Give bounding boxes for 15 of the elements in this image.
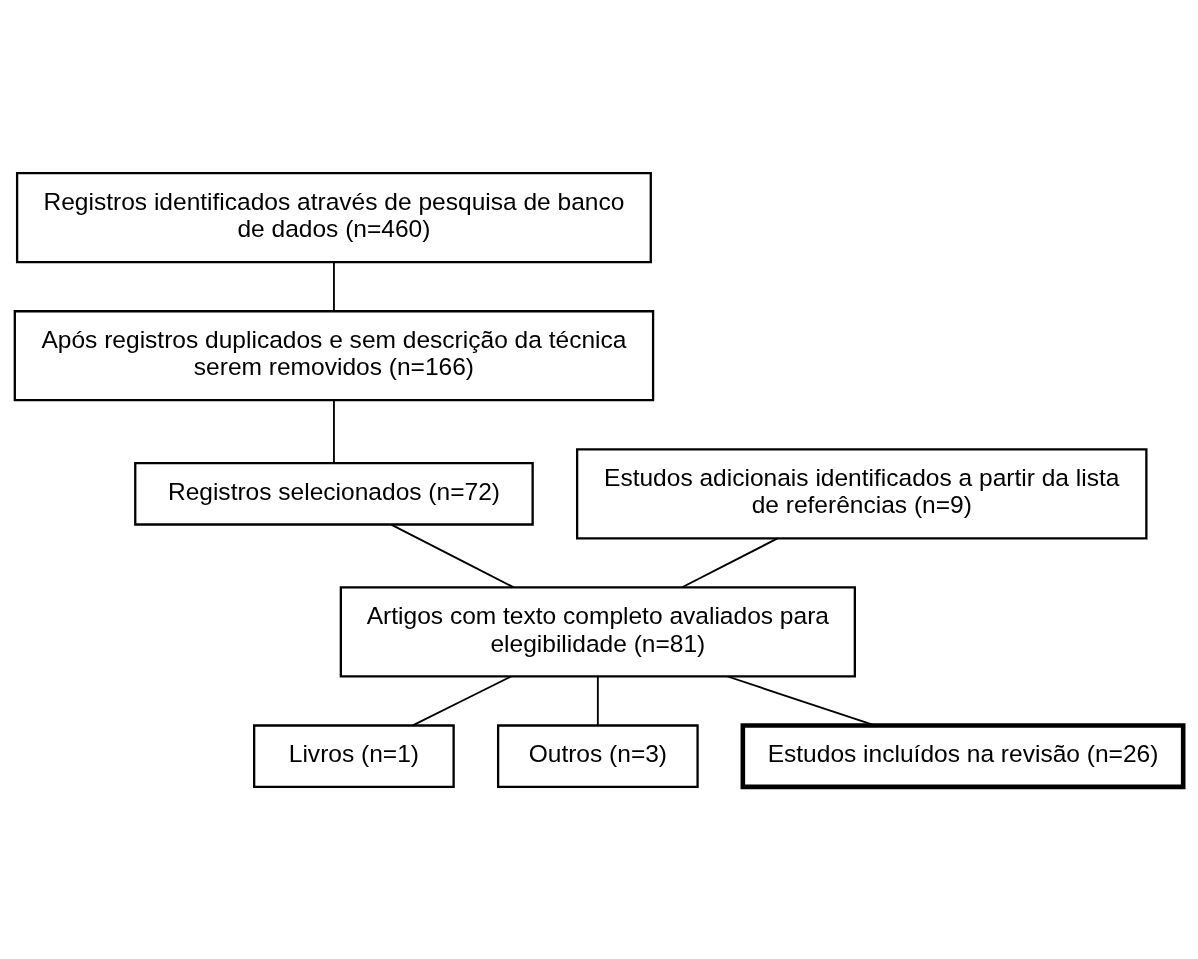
connector xyxy=(681,537,779,588)
node-box: Após registros duplicados e sem descrição da técnica serem removidos (n=166) xyxy=(13,309,655,401)
connector xyxy=(726,675,876,726)
node-box: Outros (n=3) xyxy=(496,723,699,788)
node-box: Estudos incluídos na revisão (n=26) xyxy=(740,722,1186,789)
connector xyxy=(333,261,335,312)
node-box: Estudos adicionais identificados a partir da lista de referências (n=9) xyxy=(576,447,1148,539)
node-box: Registros identificados através de pesquisa de banco de dados (n=460) xyxy=(15,171,652,263)
connector xyxy=(411,675,513,726)
connector xyxy=(596,675,599,726)
connector xyxy=(390,523,515,588)
node-box: Artigos com texto completo avaliados para elegibilidade (n=81) xyxy=(339,585,856,678)
node-box: Livros (n=1) xyxy=(253,723,455,788)
node-box: Registros selecionados (n=72) xyxy=(134,461,534,526)
connector xyxy=(333,399,335,464)
